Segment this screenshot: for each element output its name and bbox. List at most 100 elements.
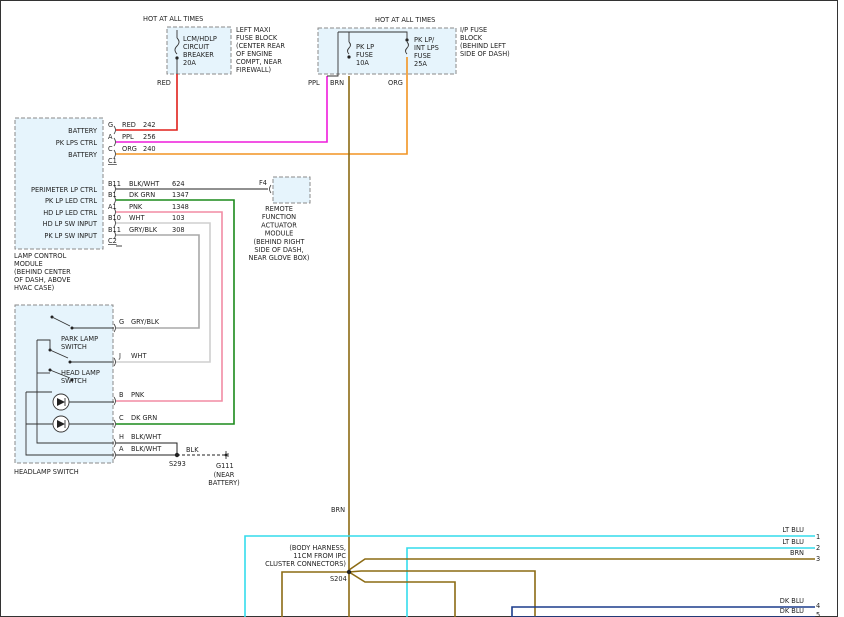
splice-s204-label: S204 xyxy=(330,575,347,583)
right-wire-label: DK BLU xyxy=(780,607,804,615)
lcm-connector-symbols xyxy=(113,125,116,240)
wire-dk-grn xyxy=(116,199,235,425)
lcm-row-label: BATTERY xyxy=(68,151,98,159)
wire-dk-blu xyxy=(511,606,815,617)
ip-fuse-block-box xyxy=(317,27,457,75)
rfa-pin: F4 xyxy=(259,179,267,187)
right-wire-label: LT BLU xyxy=(782,526,804,534)
headlamp-switch-desc: HEADLAMP SWITCH xyxy=(14,468,79,476)
switch-pin: C xyxy=(119,414,124,422)
splice-s293-label: S293 xyxy=(169,460,186,468)
rfa-connector-symbol xyxy=(269,184,272,194)
lcm-row-label: PERIMETER LP CTRL xyxy=(31,186,97,194)
remote-function-actuator-box xyxy=(272,176,311,204)
wire-org xyxy=(116,57,408,155)
hot-label-left: HOT AT ALL TIMES xyxy=(143,15,203,23)
lcm-row-label: PK LP SW INPUT xyxy=(44,232,98,240)
lcm-row-color: DK GRN xyxy=(129,191,155,199)
left-fuse-block-box xyxy=(166,26,232,75)
lcm-row-color: BLK/WHT xyxy=(129,180,160,188)
int-lps-fuse-icon xyxy=(349,31,409,55)
wire-brn-c xyxy=(348,570,536,617)
switch-wire-color: PNK xyxy=(131,391,145,399)
splice-s293-dot xyxy=(174,452,180,458)
wire-label-blk: BLK xyxy=(186,446,199,454)
lcm-row-label: HD LP LED CTRL xyxy=(43,209,97,217)
lcm-row-pin: B11 xyxy=(108,226,121,234)
lcm-row-color: ORG xyxy=(122,145,137,153)
switch-wire-color: DK GRN xyxy=(131,414,157,422)
circuit-breaker-icon xyxy=(174,30,180,74)
switch-pin: G xyxy=(119,318,124,326)
right-wire-labels: LT BLU LT BLU BRN DK BLU DK BLU 1 2 3 4 … xyxy=(780,526,820,617)
lcm-row-pin: B1 xyxy=(108,191,117,199)
switch-wire-color: BLK/WHT xyxy=(131,445,162,453)
switch-connector-symbols xyxy=(113,323,116,460)
wire-red xyxy=(116,74,178,131)
lcm-row-label: HD LP SW INPUT xyxy=(43,220,98,228)
lcm-row-pin: C xyxy=(108,145,113,153)
switch-pin: B xyxy=(119,391,124,399)
switch-wire-color: BLK/WHT xyxy=(131,433,162,441)
lcm-row-pin: G xyxy=(108,121,113,129)
switch-pin: H xyxy=(119,433,124,441)
wire-lt-blu-1 xyxy=(244,535,815,617)
wire-label-org: ORG xyxy=(388,79,403,87)
wire-wht xyxy=(116,222,211,363)
wire-brn-3 xyxy=(348,558,815,571)
lcm-row-circuit: 256 xyxy=(143,133,156,141)
ground-icon xyxy=(224,451,229,459)
lcm-row-circuit: 624 xyxy=(172,180,185,188)
right-wire-label: BRN xyxy=(790,549,804,557)
lcm-row-color: GRY/BLK xyxy=(129,226,158,234)
wire-gry-blk xyxy=(116,234,200,329)
switch-internals xyxy=(25,315,114,456)
lcm-row-pin: A1 xyxy=(108,203,117,211)
right-wire-num: 1 xyxy=(816,533,820,541)
switch-pin: A xyxy=(119,445,124,453)
right-wire-num: 2 xyxy=(816,544,820,552)
lcm-row-circuit: 1347 xyxy=(172,191,189,199)
lcm-connector-c2: C2 xyxy=(108,237,117,245)
lamp-control-module-box xyxy=(14,117,104,250)
lcm-row-circuit: 103 xyxy=(172,214,185,222)
ground-g111-label: G111 xyxy=(216,462,234,470)
wire-brn-a xyxy=(281,571,349,617)
wire-brn-b xyxy=(348,571,456,617)
lcm-rows: BATTERY PK LPS CTRL BATTERY PERIMETER LP… xyxy=(31,121,189,240)
lcm-row-circuit: 1348 xyxy=(172,203,189,211)
lcm-row-circuit: 242 xyxy=(143,121,156,129)
lcm-row-pin: B11 xyxy=(108,180,121,188)
lcm-connector-c1: C1 xyxy=(108,157,117,165)
right-wire-num: 4 xyxy=(816,602,820,610)
lcm-row-pin: B10 xyxy=(108,214,121,222)
switch-wire-color: GRY/BLK xyxy=(131,318,160,326)
right-wire-label: LT BLU xyxy=(782,538,804,546)
wire-blk-wht-h xyxy=(116,442,178,455)
right-wire-num: 3 xyxy=(816,555,820,563)
lcm-row-label: BATTERY xyxy=(68,127,98,135)
wire-label-ppl: PPL xyxy=(308,79,320,87)
switch-pin-labels: G J B C H A GRY/BLK WHT PNK DK GRN BLK/W… xyxy=(118,318,162,453)
lcm-row-color: PNK xyxy=(129,203,143,211)
headlamp-switch-box xyxy=(14,304,114,464)
lcm-row-color: PPL xyxy=(122,133,134,141)
wire-ppl xyxy=(116,76,328,143)
switch-pin: J xyxy=(118,352,121,360)
wire-label-brn-top: BRN xyxy=(330,79,344,87)
lcm-row-circuit: 240 xyxy=(143,145,156,153)
lcm-row-color: WHT xyxy=(129,214,145,222)
hot-label-right: HOT AT ALL TIMES xyxy=(375,16,435,24)
